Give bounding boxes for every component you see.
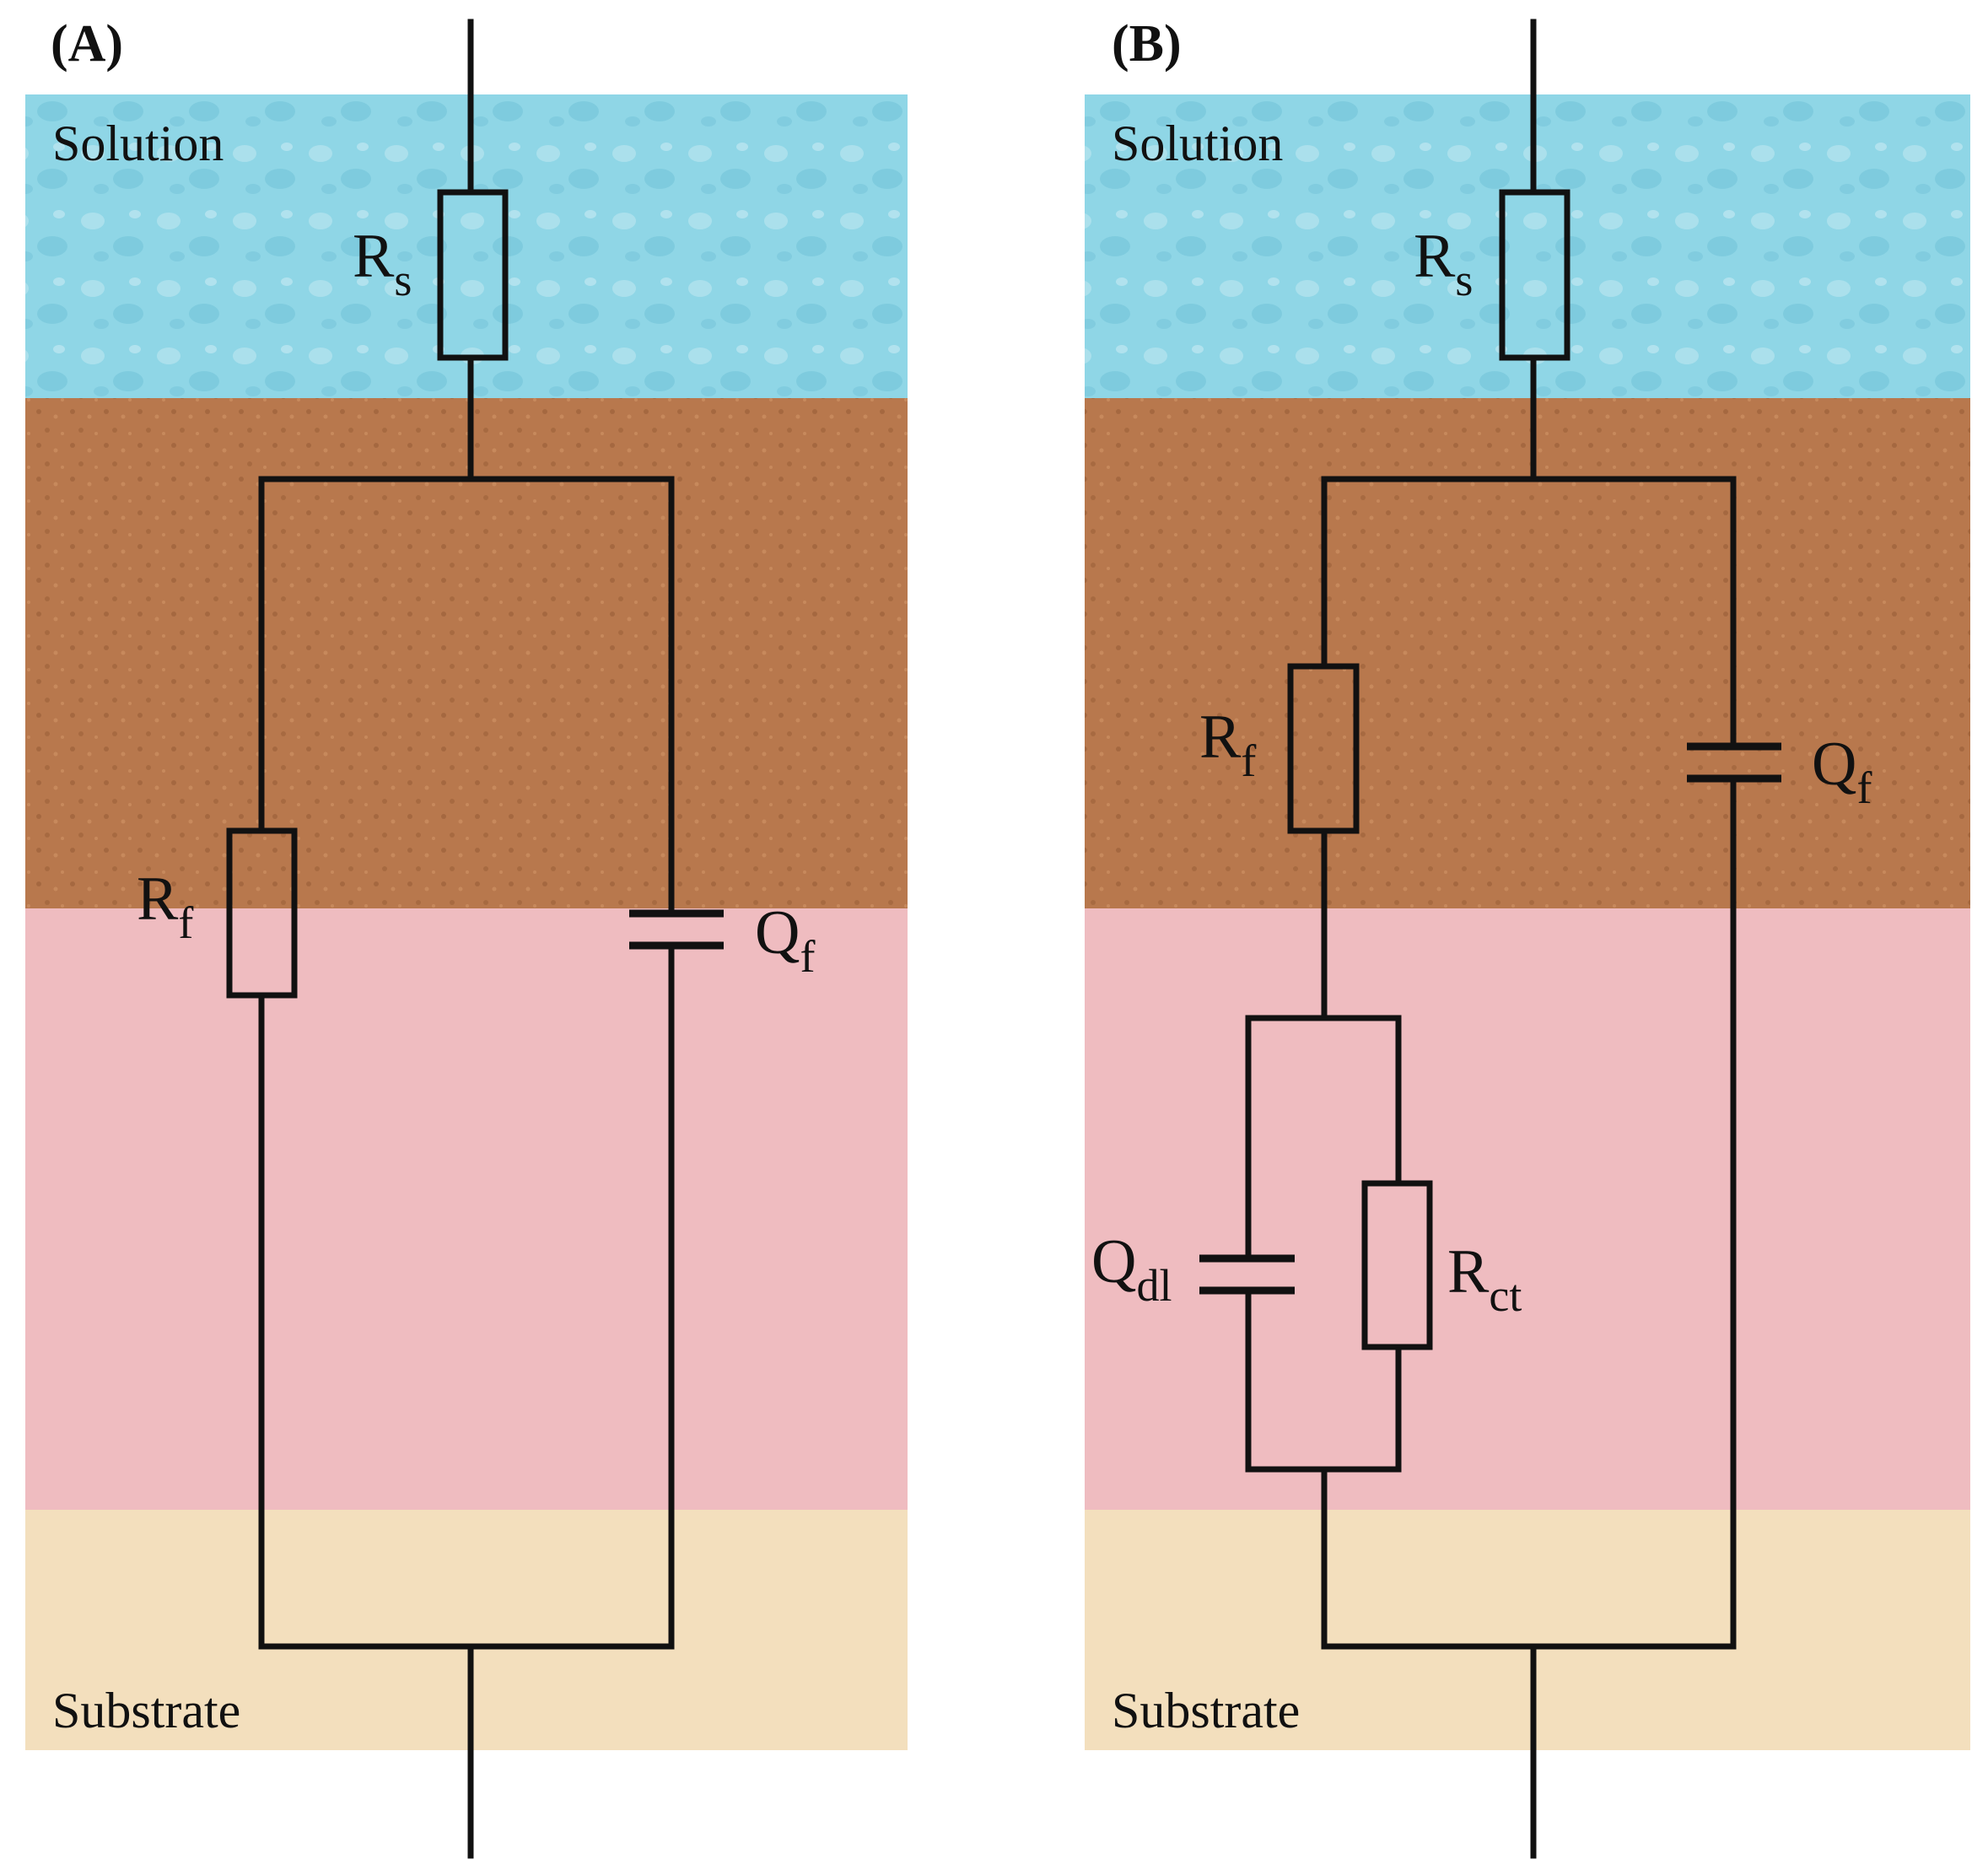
panel-tag: (B) [1112, 15, 1182, 73]
substrate-label: Substrate [52, 1683, 240, 1738]
rct-resistor [1361, 1180, 1433, 1350]
rf-label: Rf [137, 865, 193, 948]
interface-layer [1085, 908, 1970, 1510]
rf-resistor [226, 827, 298, 999]
rs-resistor [437, 189, 509, 361]
solution-texture [25, 94, 908, 398]
solution-label: Solution [52, 116, 224, 171]
qf-label: Qf [1812, 730, 1872, 813]
rf-resistor [1287, 663, 1360, 834]
rs-label: Rs [1414, 222, 1473, 305]
solution-label: Solution [1112, 116, 1283, 171]
panel-tag: (A) [51, 15, 123, 73]
rs-resistor [1499, 189, 1570, 361]
qdl-label: Qdl [1091, 1227, 1172, 1311]
interface-layer [25, 908, 908, 1510]
panel-a: (A) Solution Substrate Rs Rf [25, 15, 908, 1859]
coating-texture [1085, 398, 1970, 908]
solution-texture [1085, 94, 1970, 398]
substrate-layer [1085, 1510, 1970, 1750]
rct-label: Rct [1447, 1237, 1522, 1321]
rf-label: Rf [1199, 703, 1256, 786]
substrate-label: Substrate [1112, 1683, 1300, 1738]
qf-label: Qf [755, 898, 815, 982]
rs-label: Rs [353, 222, 412, 305]
coating-texture [25, 398, 908, 908]
substrate-layer [25, 1510, 908, 1750]
panel-b: (B) Solution Substrate Rs [1085, 15, 1970, 1859]
